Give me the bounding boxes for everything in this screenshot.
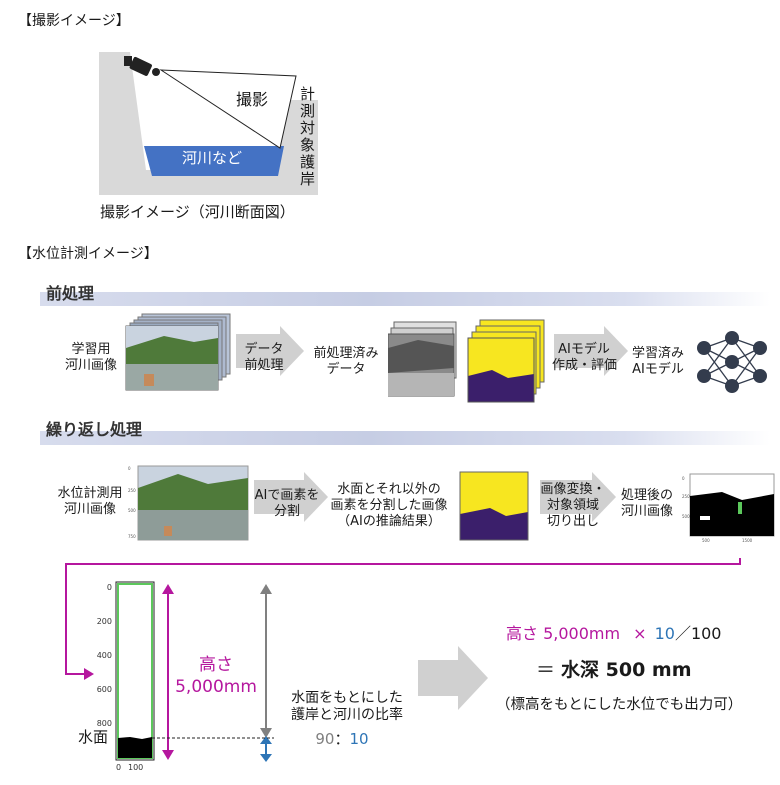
output-note: （標高をもとにした水位でも出力可） xyxy=(496,697,743,713)
river-shape xyxy=(144,146,284,176)
section1-title: 【撮影イメージ】 xyxy=(18,13,130,29)
flow-connector xyxy=(65,558,741,680)
section2-title: 【水位計測イメージ】 xyxy=(18,246,158,262)
y-tick-400: 400 xyxy=(97,651,112,660)
mask-stack xyxy=(467,319,545,403)
river-photo xyxy=(125,325,219,391)
neural-network-icon xyxy=(697,331,767,393)
svg-text:750: 750 xyxy=(128,534,136,539)
bank-wall-shape xyxy=(99,52,318,195)
y-tick-600: 600 xyxy=(97,685,112,694)
segmentation-result-image xyxy=(459,471,529,541)
y-tick-800: 800 xyxy=(97,719,112,728)
cross-section-caption: 撮影イメージ（河川断面図） xyxy=(100,203,295,221)
shooting-label: 撮影 xyxy=(236,90,269,109)
cross-section-diagram xyxy=(99,52,318,195)
repeat-title: 繰り返し処理 xyxy=(46,420,143,439)
svg-text:250: 250 xyxy=(682,494,690,499)
repeat-output1-label: 水面とそれ以外の画素を分割した画像（AIの推論結果） xyxy=(330,482,448,529)
svg-text:1500: 1500 xyxy=(742,538,753,543)
svg-text:250: 250 xyxy=(128,488,136,493)
preprocess-step1-label: データ前処理 xyxy=(244,342,284,373)
measurement-figure: 0 200 400 600 800 0 100 xyxy=(97,581,274,772)
x-tick-100: 100 xyxy=(128,763,143,772)
result-line: ＝水深 500 mm xyxy=(536,659,692,681)
y-tick-0: 0 xyxy=(107,583,112,592)
svg-text:0: 0 xyxy=(682,476,685,481)
water-surface-label: 水面 xyxy=(78,728,109,746)
formula-line: 高さ 5,000mm ×10／100 xyxy=(506,624,722,643)
svg-text:500: 500 xyxy=(128,508,136,513)
river-label: 河川など xyxy=(182,149,243,167)
svg-text:500: 500 xyxy=(682,514,690,519)
y-tick-200: 200 xyxy=(97,617,112,626)
ratio-value: 90：10 xyxy=(315,730,369,748)
preprocess-arrow-2 xyxy=(554,326,628,376)
measurement-photo: 0 250 500 750 xyxy=(128,465,249,541)
preprocess-title: 前処理 xyxy=(46,284,95,303)
processed-river-image: 0 250 500 500 1500 xyxy=(682,473,775,543)
preprocessed-data-stack xyxy=(388,319,545,403)
camera-icon xyxy=(124,56,160,76)
training-images-stack xyxy=(125,313,231,391)
preprocess-step2-label: AIモデル作成・評価 xyxy=(552,342,618,373)
field-of-view-triangle xyxy=(159,69,297,149)
repeat-input-label: 水位計測用河川画像 xyxy=(57,486,123,517)
repeat-band xyxy=(40,431,770,445)
preprocess-band xyxy=(40,292,770,306)
svg-text:500: 500 xyxy=(702,538,710,543)
ratio-label: 水面をもとにした護岸と河川の比率 xyxy=(291,690,403,723)
preprocess-arrow-1 xyxy=(236,326,304,376)
repeat-arrow-2 xyxy=(540,472,616,522)
result-arrow xyxy=(418,646,488,710)
target-bank-label: 計測対象護岸 xyxy=(300,85,316,188)
preprocess-input-label: 学習用河川画像 xyxy=(64,342,117,373)
repeat-arrow-1 xyxy=(254,472,328,522)
preprocess-output1-label: 前処理済みデータ xyxy=(313,346,379,377)
svg-text:0: 0 xyxy=(128,466,131,471)
repeat-step1-label: AIで画素を分割 xyxy=(254,488,320,519)
x-tick-0: 0 xyxy=(116,763,121,772)
repeat-step2-label: 画像変換・対象領域切り出し xyxy=(540,482,606,529)
repeat-output2-label: 処理後の河川画像 xyxy=(620,488,673,519)
